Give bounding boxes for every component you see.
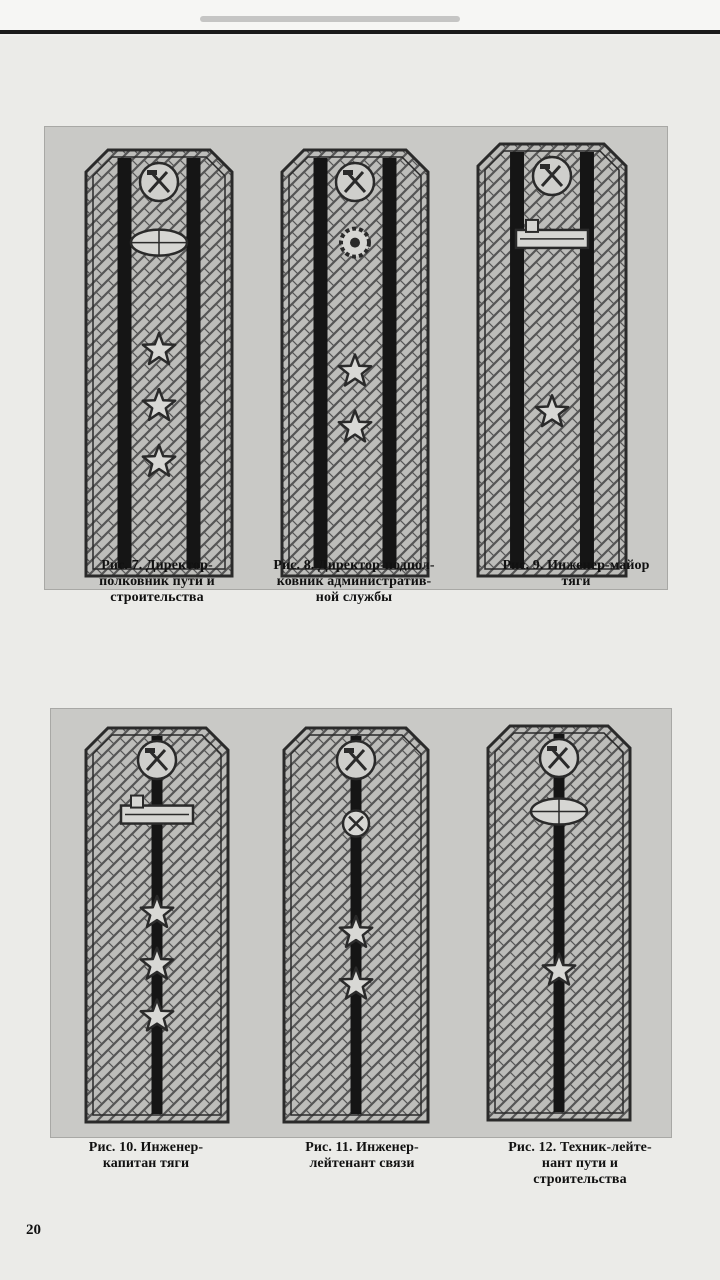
wheel-emblem-icon [129, 228, 189, 257]
caption-fig-7: Рис. 7. Директор- полковник пути и строи… [99, 558, 215, 605]
star-icon [139, 946, 175, 980]
shoulder-board-fig-12 [486, 724, 632, 1122]
board-body [476, 142, 628, 578]
clearance-stripe [553, 734, 565, 1112]
clearance-stripe [186, 158, 201, 568]
star-icon [139, 998, 175, 1032]
shoulder-board-drawing [486, 724, 632, 1122]
hammer-wrench-emblem-icon [538, 737, 580, 779]
star-icon [141, 387, 177, 422]
clearance-stripe [117, 158, 132, 568]
hammer-wrench-emblem-icon [334, 161, 376, 203]
shoulder-board-fig-11 [282, 726, 430, 1124]
caption-fig-12: Рис. 12. Техник-лейте- нант пути и строи… [508, 1140, 652, 1187]
wheel-emblem-icon [529, 797, 589, 826]
signal-emblem-icon [341, 809, 371, 838]
clearance-stripe [382, 158, 397, 568]
scan-smudge [200, 16, 460, 22]
hammer-wrench-emblem-icon [138, 161, 180, 203]
hammer-wrench-emblem-icon [136, 739, 178, 781]
clearance-stripe [313, 158, 328, 568]
star-icon [338, 966, 374, 1000]
shoulder-board-drawing [282, 726, 430, 1124]
locomotive-emblem-icon [514, 218, 590, 250]
shoulder-board-drawing [280, 148, 430, 578]
caption-fig-9: Рис. 9. Инженер-майор тяги [502, 558, 650, 589]
star-icon [534, 394, 570, 428]
clearance-stripe [151, 736, 163, 1114]
board-body [84, 148, 234, 578]
caption-fig-10: Рис. 10. Инженер- капитан тяги [88, 1140, 204, 1171]
gear-emblem-icon [339, 226, 371, 259]
hammer-wrench-emblem-icon [531, 155, 573, 197]
locomotive-emblem-icon [119, 794, 195, 825]
scanned-page: Рис. 7. Директор- полковник пути и строи… [0, 36, 720, 1280]
clearance-stripe [579, 152, 594, 568]
star-icon [337, 409, 373, 443]
star-icon [141, 443, 177, 477]
hammer-wrench-emblem-icon [335, 739, 377, 781]
top-bar [0, 0, 720, 34]
star-icon [541, 952, 577, 986]
page-number: 20 [26, 1222, 41, 1238]
caption-fig-11: Рис. 11. Инженер- лейтенант связи [305, 1140, 419, 1171]
star-icon [141, 331, 177, 366]
star-icon [337, 353, 373, 387]
shoulder-board-fig-9 [476, 142, 628, 578]
shoulder-board-fig-7 [84, 148, 234, 578]
shoulder-board-drawing [84, 726, 230, 1124]
star-icon [338, 914, 374, 948]
star-icon [139, 894, 175, 929]
caption-fig-8: Рис. 8. Директор-подпол- ковник админист… [273, 558, 435, 605]
shoulder-board-drawing [476, 142, 628, 578]
shoulder-board-fig-8 [280, 148, 430, 578]
clearance-stripe [510, 152, 525, 568]
shoulder-board-fig-10 [84, 726, 230, 1124]
shoulder-board-drawing [84, 148, 234, 578]
top-rule [0, 30, 720, 34]
